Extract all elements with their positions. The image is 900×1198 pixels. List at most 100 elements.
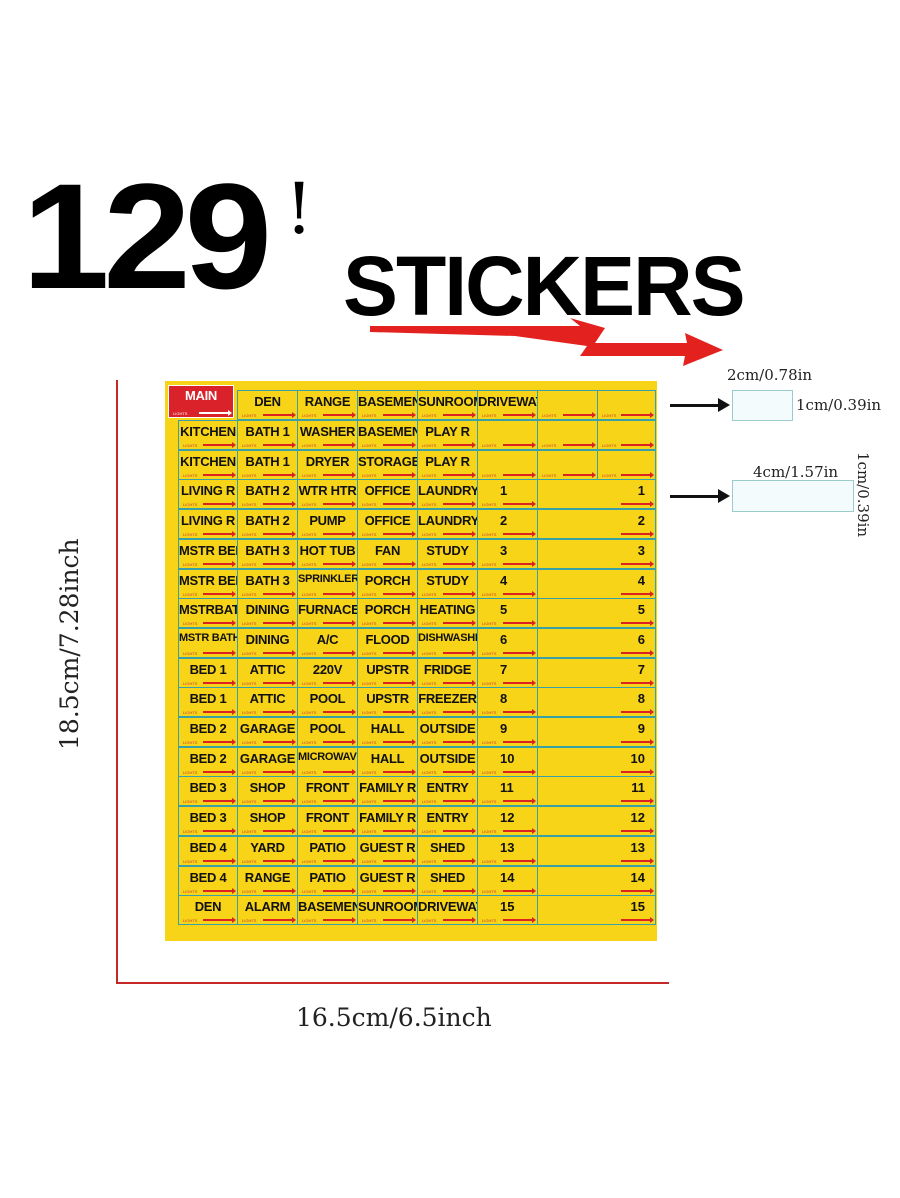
sticker-label: 2 (637, 513, 645, 529)
lightning-arrow-icon (203, 471, 236, 478)
sticker-label: 13 (630, 839, 645, 855)
sticker-label: BASEMENT (358, 424, 417, 439)
lightning-arrow-icon (443, 739, 476, 745)
lightning-arrow-icon (323, 857, 356, 864)
sticker-label: HOT TUB (299, 542, 356, 558)
lightning-arrow-icon (203, 560, 236, 567)
sticker-label: HEATING (419, 602, 476, 618)
lightning-arrow-icon (503, 442, 536, 448)
lights-text: LIGHTS (183, 769, 198, 775)
sticker-label: SUNROOM (418, 394, 478, 409)
lightning-arrow-icon (323, 560, 356, 567)
lightning-arrow-icon (263, 412, 296, 418)
lights-text: LIGHTS (242, 710, 257, 716)
sticker-label: BATH 3 (245, 572, 290, 588)
lightning-arrow-icon (203, 857, 236, 864)
lights-text: LIGHTS (183, 680, 198, 686)
arrow-icon (670, 489, 730, 503)
lightning-arrow-icon (263, 917, 296, 924)
lights-text: LIGHTS (602, 413, 617, 418)
lights-text: LIGHTS (302, 799, 317, 805)
arrow-icon (670, 398, 730, 412)
sticker-label: DEN (194, 899, 222, 915)
sticker-label: MSTR BED (179, 542, 238, 558)
lights-text: LIGHTS (482, 858, 497, 864)
lightning-arrow-icon (621, 679, 654, 686)
lights-text: LIGHTS (302, 413, 317, 418)
height-dimension-line (116, 380, 118, 984)
lightning-arrow-icon (383, 501, 416, 508)
lights-text: LIGHTS (242, 769, 257, 775)
lightning-arrow-icon (383, 620, 416, 627)
lightning-arrow-icon (203, 709, 236, 716)
lights-text: LIGHTS (242, 472, 257, 478)
lights-text: LIGHTS (482, 829, 497, 835)
lightning-arrow-icon (203, 501, 236, 508)
lightning-arrow-icon (443, 620, 476, 627)
lightning-arrow-icon (443, 590, 476, 597)
lightning-arrow-icon (203, 917, 236, 924)
sticker-label: DRIVEWAY (418, 899, 478, 915)
lights-text: LIGHTS (302, 858, 317, 864)
lights-text: LIGHTS (183, 858, 198, 864)
lights-text: LIGHTS (482, 918, 497, 924)
lights-text: LIGHTS (362, 888, 377, 894)
sticker-label: SUNROOM (358, 899, 418, 915)
lights-text: LIGHTS (482, 710, 497, 716)
lights-text: LIGHTS (362, 680, 377, 686)
lightning-arrow-icon (621, 560, 654, 567)
sticker: UPSTR LIGHTS (357, 657, 418, 688)
lights-text: LIGHTS (422, 413, 437, 418)
lightning-arrow-icon (383, 739, 416, 745)
lightning-arrow-icon (503, 649, 536, 656)
lightning-arrow-icon (323, 531, 356, 538)
sticker-label: FAN (374, 542, 401, 558)
lightning-arrow-icon (383, 412, 416, 418)
lights-text: LIGHTS (302, 918, 317, 924)
lightning-arrow-icon (323, 917, 356, 924)
sticker-label: 8 (500, 691, 508, 707)
sticker-label: RANGE (304, 394, 351, 409)
lights-text: LIGHTS (362, 591, 377, 597)
lights-text: LIGHTS (422, 472, 437, 478)
lights-text: LIGHTS (542, 472, 557, 478)
sticker: SUNROOM LIGHTS (417, 390, 478, 420)
lights-text: LIGHTS (482, 650, 497, 656)
lights-text: LIGHTS (422, 650, 437, 656)
sticker-label: FRIDGE (423, 661, 472, 677)
sticker-label: ALARM (244, 899, 291, 915)
sticker-label: 1 (637, 483, 645, 499)
sticker-label: MSTR BATH (179, 631, 238, 644)
lightning-arrow-icon (383, 768, 416, 775)
lights-text: LIGHTS (302, 829, 317, 835)
lightning-arrow-icon (263, 798, 296, 805)
lights-text: LIGHTS (362, 532, 377, 538)
lightning-arrow-icon (323, 739, 356, 745)
large-height-label: 1cm/0.39in (854, 452, 872, 538)
sticker-label: UPSTR (366, 661, 409, 677)
sticker: 10 (537, 746, 656, 777)
lightning-arrow-icon (443, 501, 476, 508)
sticker-label: FREEZER (418, 691, 477, 707)
sticker-label: BED 2 (189, 750, 227, 766)
stickers-heading: STICKERS (343, 239, 746, 333)
sticker-label: PUMP (309, 513, 346, 529)
lights-text: LIGHTS (482, 443, 497, 448)
sticker: LAUNDRYRLIGHTS (417, 509, 478, 540)
lights-text: LIGHTS (302, 561, 317, 567)
